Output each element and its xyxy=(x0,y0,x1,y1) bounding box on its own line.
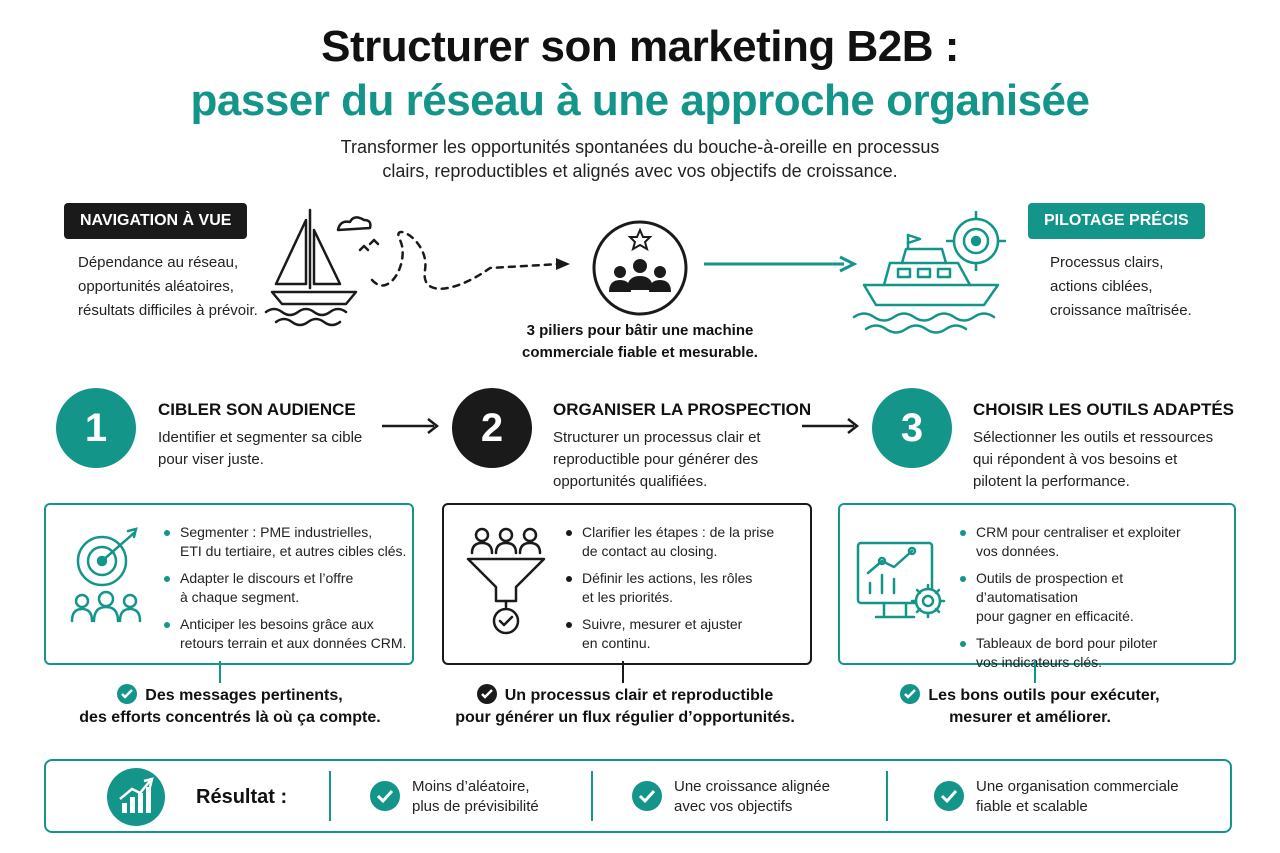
outcome-line: Un processus clair et reproductible xyxy=(504,687,774,704)
arrow-right-icon xyxy=(704,255,858,273)
growth-chart-icon xyxy=(107,768,165,826)
bullet-item: Segmenter : PME industrielles,ETI du ter… xyxy=(162,523,407,561)
result-item: Une croissance alignée avec vos objectif… xyxy=(674,778,830,815)
after-description: Processus clairs, actions ciblées, crois… xyxy=(1050,251,1192,323)
outcome-line: Les bons outils pour exécuter, xyxy=(928,687,1160,704)
check-icon xyxy=(900,683,921,704)
page-subtitle: Transformer les opportunités spontanées … xyxy=(0,135,1280,183)
center-caption-line: commerciale fiable et mesurable. xyxy=(522,344,758,361)
tag-pilotage-precis: PILOTAGE PRÉCIS xyxy=(1028,203,1205,239)
arrow-right-icon xyxy=(382,418,440,434)
pillar-desc-line: qui répondent à vos besoins et xyxy=(973,451,1178,468)
pillar-title: ORGANISER LA PROSPECTION xyxy=(553,400,812,419)
result-item: Une organisation commerciale fiable et s… xyxy=(976,778,1179,815)
connector-line xyxy=(1034,661,1036,683)
page-title-accent: passer du réseau à une approche organisé… xyxy=(190,76,1090,125)
birds-icon xyxy=(358,238,380,252)
pillar-title: CHOISIR LES OUTILS ADAPTÉS xyxy=(973,400,1235,419)
funnel-icon xyxy=(466,527,546,635)
motorboat-icon xyxy=(852,211,1006,334)
audience-target-icon xyxy=(70,527,142,623)
cloud-icon xyxy=(336,216,372,232)
pillar-number-2: 2 xyxy=(452,388,532,468)
result-bar: Résultat : Moins d’aléatoire, plus de pr… xyxy=(44,759,1232,833)
connector-line xyxy=(219,661,221,683)
before-description: Dépendance au réseau, opportunités aléat… xyxy=(78,251,258,323)
pillar-box-1: Segmenter : PME industrielles,ETI du ter… xyxy=(44,503,414,665)
sailboat-icon xyxy=(264,208,570,327)
subtitle-line: Transformer les opportunités spontanées … xyxy=(340,137,940,157)
connector-line xyxy=(622,661,624,683)
arrow-right-icon xyxy=(802,418,860,434)
center-caption: 3 piliers pour bâtir une machine commerc… xyxy=(490,320,790,364)
outcome-line: des efforts concentrés là où ça compte. xyxy=(79,709,381,726)
check-icon xyxy=(370,781,400,811)
pillar-desc-line: pour viser juste. xyxy=(158,451,264,468)
pillar-outcome: Les bons outils pour exécuter, mesurer e… xyxy=(860,683,1200,729)
pillar-description: Sélectionner les outils et ressources qu… xyxy=(973,427,1213,493)
result-label: Résultat : xyxy=(196,786,288,808)
before-line: résultats difficiles à prévoir. xyxy=(78,302,258,319)
pillar-desc-line: pilotent la performance. xyxy=(973,473,1130,490)
check-icon xyxy=(117,683,138,704)
pillar-description: Identifier et segmenter sa cible pour vi… xyxy=(158,427,362,471)
after-line: Processus clairs, xyxy=(1050,254,1164,271)
pillar-desc-line: Structurer un processus clair et xyxy=(553,429,761,446)
after-line: croissance maîtrisée. xyxy=(1050,302,1192,319)
team-star-icon xyxy=(592,220,688,316)
center-caption-line: 3 piliers pour bâtir une machine xyxy=(526,322,754,339)
pillar-desc-line: reproductible pour générer des xyxy=(553,451,759,468)
outcome-line: pour générer un flux régulier d’opportun… xyxy=(455,709,795,726)
check-icon xyxy=(934,781,964,811)
bullet-item: Outils de prospection et d’automatisatio… xyxy=(958,569,1228,626)
pillar-title: CIBLER SON AUDIENCE xyxy=(158,400,356,419)
pillar-outcome: Des messages pertinents, des efforts con… xyxy=(60,683,400,729)
tag-navigation-a-vue: NAVIGATION À VUE xyxy=(64,203,248,239)
target-icon xyxy=(946,211,1006,271)
pillar-description: Structurer un processus clair et reprodu… xyxy=(553,427,761,493)
pillar-desc-line: Identifier et segmenter sa cible xyxy=(158,429,363,446)
pillar-bullets: Segmenter : PME industrielles,ETI du ter… xyxy=(162,523,407,661)
pillar-outcome: Un processus clair et reproductible pour… xyxy=(440,683,810,729)
subtitle-line: clairs, reproductibles et alignés avec v… xyxy=(382,161,898,181)
outcome-line: Des messages pertinents, xyxy=(145,687,343,704)
divider xyxy=(886,771,888,821)
result-item: Moins d’aléatoire, plus de prévisibilité xyxy=(412,778,539,815)
divider xyxy=(329,771,331,821)
pillar-desc-line: Sélectionner les outils et ressources xyxy=(973,429,1214,446)
pillar-number-1: 1 xyxy=(56,388,136,468)
before-line: opportunités aléatoires, xyxy=(78,278,234,295)
before-line: Dépendance au réseau, xyxy=(78,254,239,271)
outcome-line: mesurer et améliorer. xyxy=(949,709,1111,726)
divider xyxy=(591,771,593,821)
pillar-desc-line: opportunités qualifiées. xyxy=(553,473,708,490)
after-line: actions ciblées, xyxy=(1050,278,1153,295)
check-icon xyxy=(632,781,662,811)
dashboard-gear-icon xyxy=(856,541,946,619)
page-title: Structurer son marketing B2B : xyxy=(321,22,959,71)
pillar-number-3: 3 xyxy=(872,388,952,468)
check-icon xyxy=(476,683,497,704)
